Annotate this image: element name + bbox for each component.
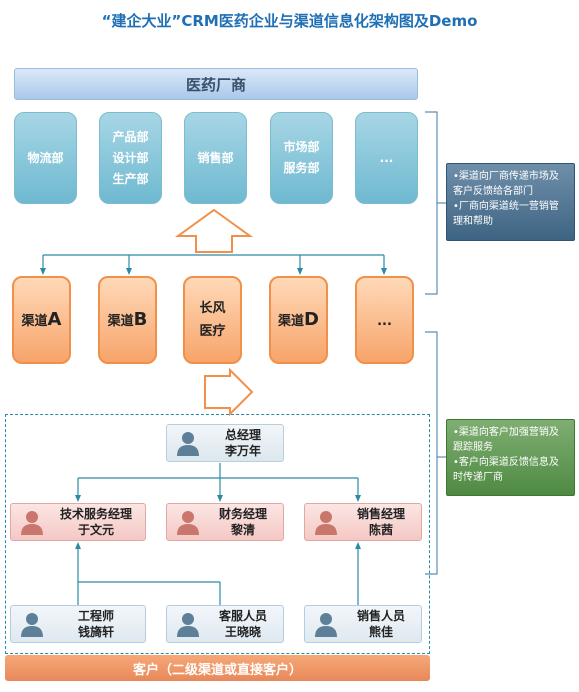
person-role: 客服人员	[218, 609, 267, 623]
person-name: 李万年	[224, 444, 261, 458]
person-role: 销售经理	[356, 507, 405, 521]
person-name: 钱旖轩	[77, 625, 114, 639]
channel-box-4: 渠道D	[269, 276, 328, 364]
person-role: 工程师	[77, 609, 114, 623]
note-upper: •渠道向厂商传递市场及客户反馈给各部门 •厂商向渠道统一营销管理和帮助	[446, 163, 575, 241]
person-icon	[173, 507, 203, 537]
channel-label: 渠道	[278, 313, 305, 329]
person-role: 销售人员	[356, 609, 405, 623]
person-name: 王晓晓	[224, 625, 261, 639]
channel-box-5: ...	[355, 276, 414, 364]
person-name: 熊佳	[368, 625, 393, 639]
channel-box-1: 渠道A	[12, 276, 71, 364]
person-name: 黎清	[230, 523, 255, 537]
note-line: •渠道向客户加强营销及跟踪服务	[453, 427, 559, 453]
department-box-4: 市场部 服务部	[270, 112, 333, 204]
lower-bracket	[425, 331, 438, 575]
department-box-5: ...	[355, 112, 418, 204]
note-line: •厂商向渠道统一营销管理和帮助	[453, 201, 559, 227]
channel-label: 渠道	[107, 313, 134, 329]
note-line: •客户向渠道反馈信息及时传递厂商	[453, 457, 559, 483]
person-icon	[311, 609, 341, 639]
channel-letter: B	[133, 308, 148, 330]
department-box-1: 物流部	[14, 112, 77, 204]
org-chart-frame	[5, 414, 430, 654]
note-line: •渠道向厂商传递市场及客户反馈给各部门	[453, 171, 559, 197]
channel-label: 渠道	[21, 313, 48, 329]
manufacturer-header: 医药厂商	[14, 68, 418, 100]
note-lower: •渠道向客户加强营销及跟踪服务 •客户向渠道反馈信息及时传递厂商	[446, 419, 575, 496]
person-role: 技术服务经理	[59, 507, 132, 521]
department-box-2: 产品部 设计部 生产部	[99, 112, 162, 204]
customer-bar: 客户（二级渠道或直接客户）	[5, 655, 430, 681]
manager-card-3: 销售经理陈茜	[304, 503, 422, 541]
channel-letter: A	[47, 308, 62, 330]
person-icon	[17, 609, 47, 639]
channel-label: ...	[377, 313, 392, 329]
person-role: 财务经理	[218, 507, 267, 521]
down-arrow-icon	[204, 367, 254, 417]
channel-box-3: 长风 医疗	[183, 276, 242, 364]
channel-letter: D	[304, 308, 319, 330]
staff-card-3: 销售人员熊佳	[304, 605, 422, 643]
channel-label: 长风 医疗	[199, 301, 226, 339]
person-icon	[17, 507, 47, 537]
up-arrow-icon	[174, 208, 254, 253]
person-icon	[311, 507, 341, 537]
manager-card-2: 财务经理黎清	[166, 503, 284, 541]
manager-card-1: 技术服务经理于文元	[10, 503, 146, 541]
channel-box-2: 渠道B	[98, 276, 157, 364]
page-title: “建企大业”CRM医药企业与渠道信息化架构图及Demo	[101, 12, 478, 30]
general-manager-card: 总经理李万年	[166, 424, 284, 462]
department-box-3: 销售部	[184, 112, 247, 204]
person-name: 于文元	[77, 523, 114, 537]
person-icon	[173, 609, 203, 639]
person-role: 总经理	[224, 428, 261, 442]
person-name: 陈茜	[368, 523, 393, 537]
person-icon	[173, 428, 203, 458]
upper-bracket	[425, 111, 438, 295]
staff-card-1: 工程师钱旖轩	[10, 605, 146, 643]
staff-card-2: 客服人员王晓晓	[166, 605, 284, 643]
